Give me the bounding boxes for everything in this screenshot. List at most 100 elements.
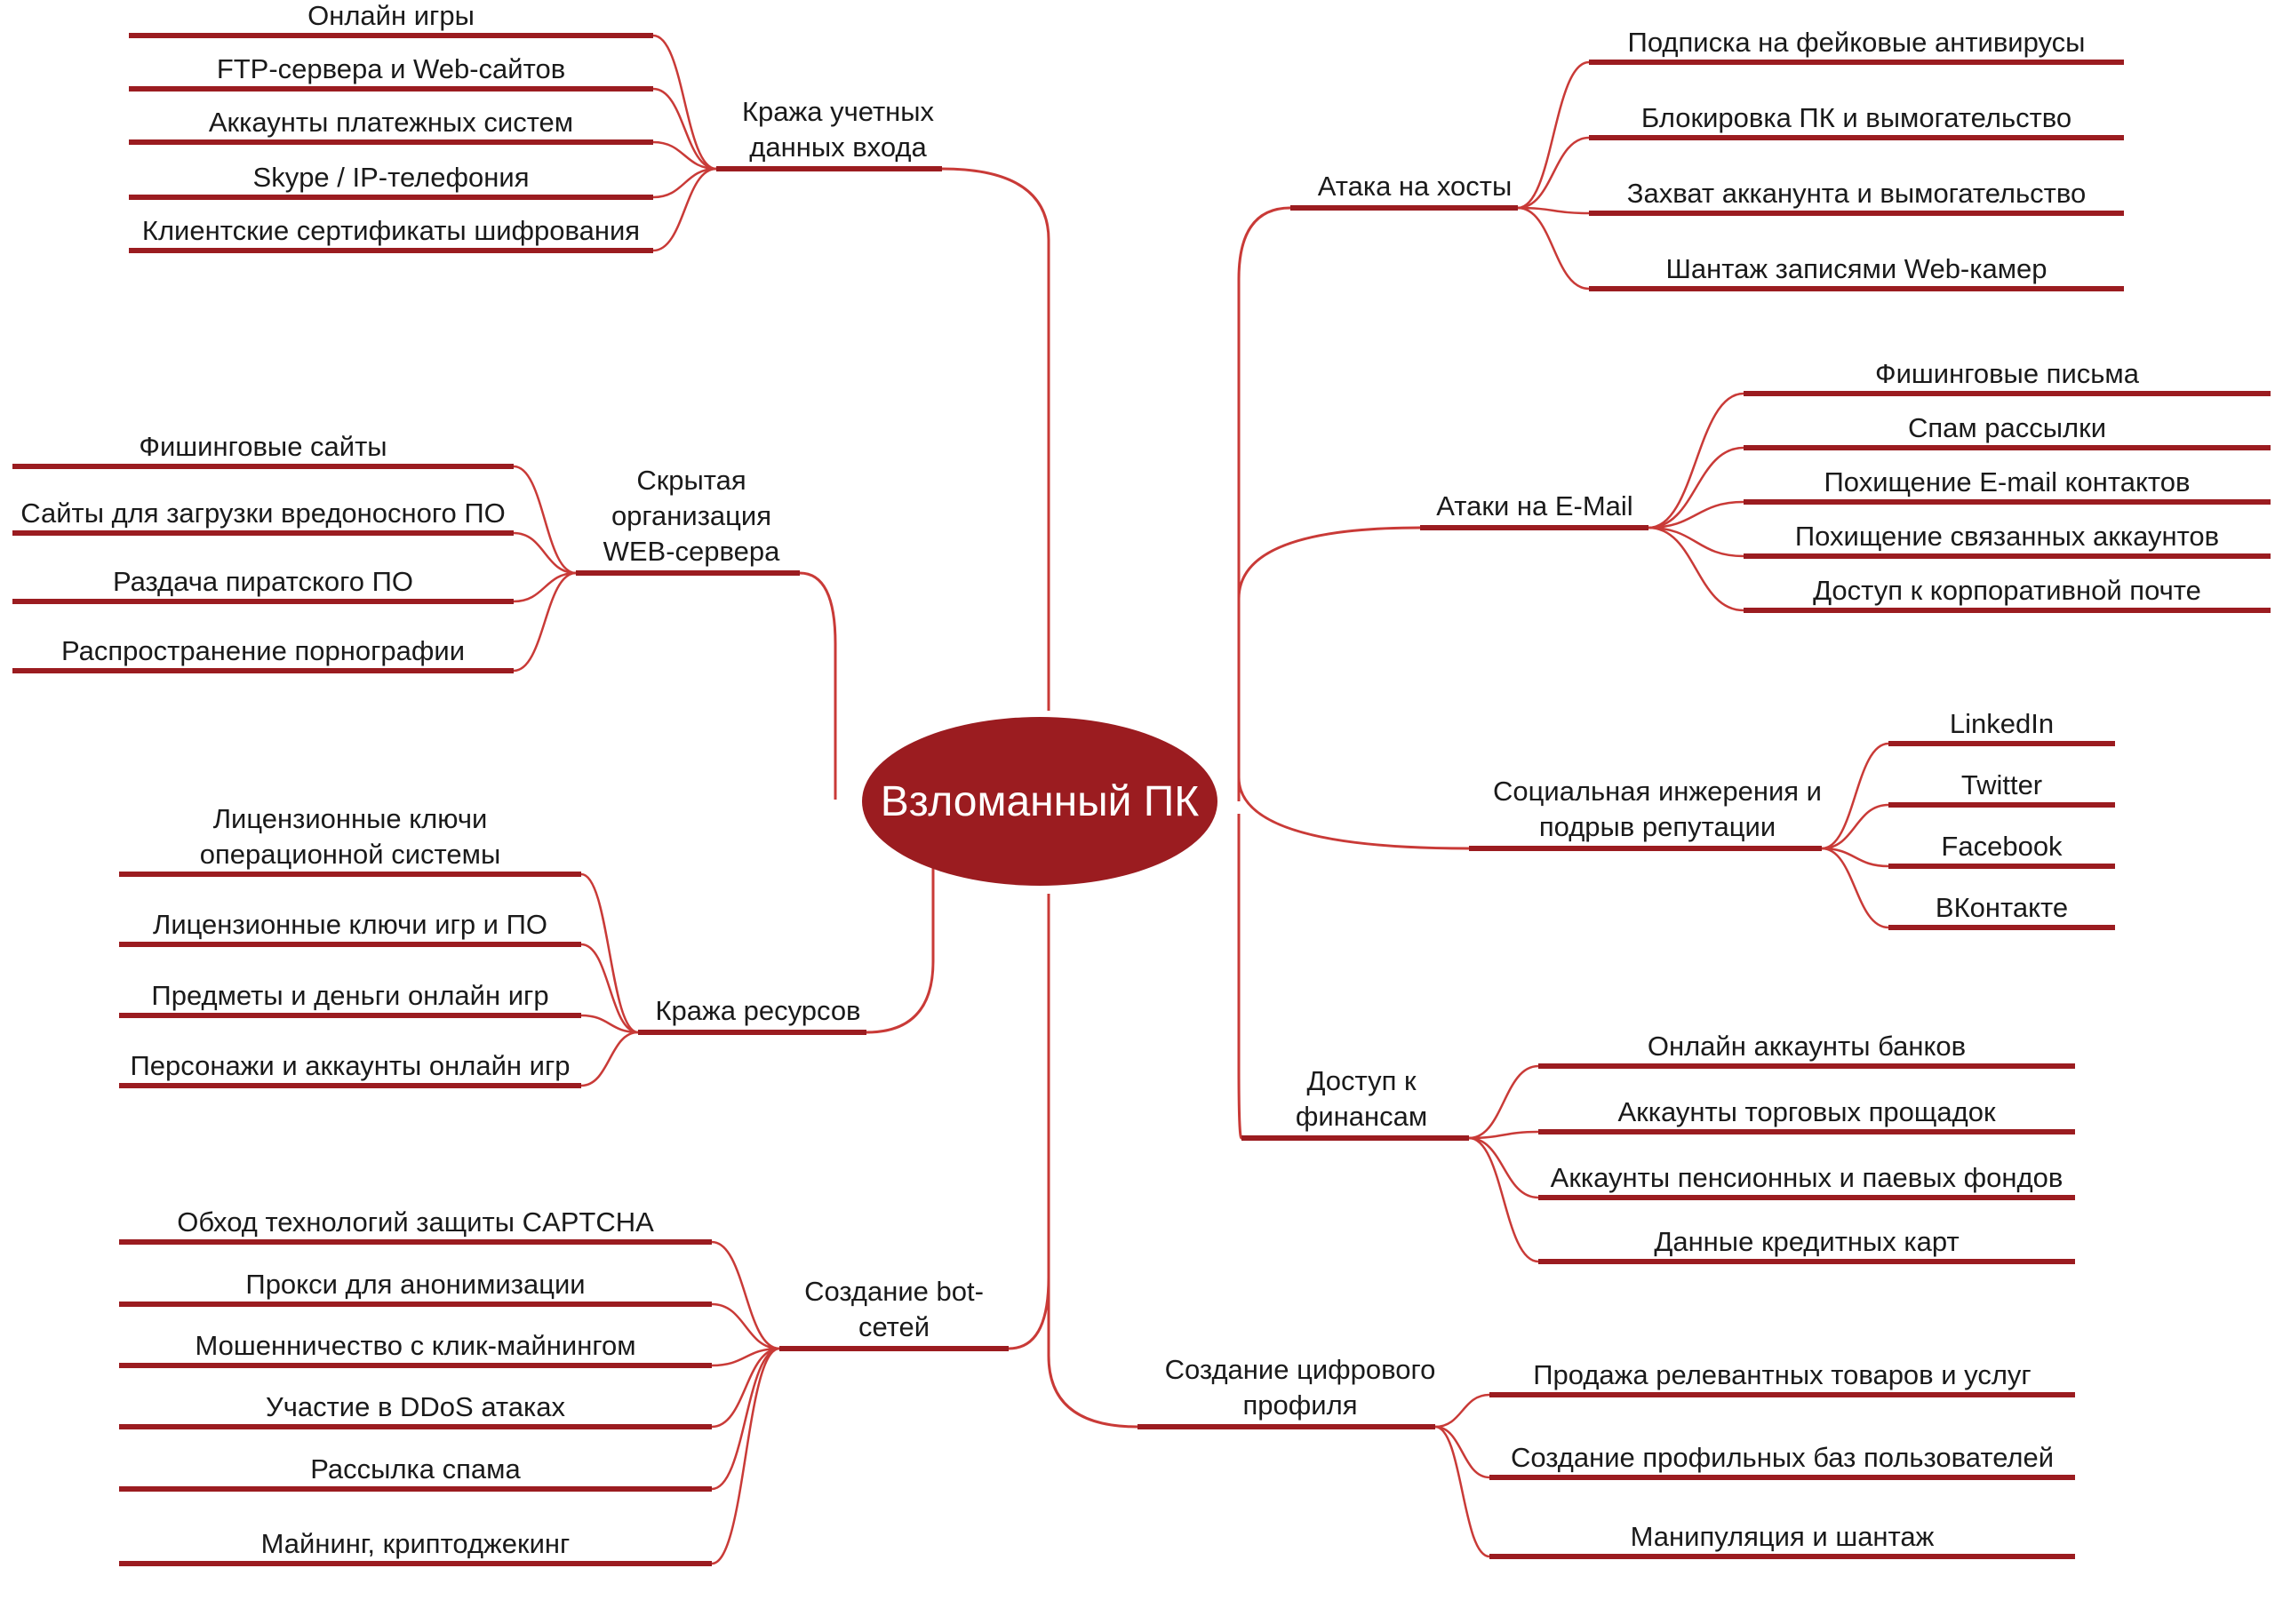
leaf-label: Facebook	[1941, 831, 2063, 862]
leaf-connector	[1648, 526, 1744, 612]
leaf-connector	[711, 1302, 780, 1350]
leaf-label: Захват акканунта и вымогательство	[1627, 178, 2086, 209]
leaf-connector	[1648, 500, 1744, 529]
leaf-label: Доступ к корпоративной почте	[1813, 575, 2201, 606]
leaf-label: Похищение E-mail контактов	[1824, 466, 2191, 498]
branch-connector	[1008, 894, 1050, 1350]
branch-label: Создание bot-сетей	[804, 1276, 984, 1342]
leaf-label: Лицензионные ключи игр и ПО	[153, 909, 547, 940]
leaf-label: Клиентские сертификаты шифрования	[142, 215, 640, 246]
leaf-connector	[513, 465, 577, 575]
leaf-connector	[711, 1347, 780, 1429]
center-ellipse	[862, 717, 1217, 886]
leaf-label: Персонажи и аккаунты онлайн игр	[130, 1050, 570, 1081]
leaf-connector	[1648, 446, 1744, 529]
leaf-connector	[711, 1240, 780, 1350]
leaf-connector	[1517, 206, 1590, 291]
branch-connector	[866, 833, 935, 1034]
leaf-connector	[580, 1031, 639, 1087]
leaf-label: ВКонтакте	[1936, 892, 2068, 923]
leaf-connector	[1434, 1425, 1490, 1479]
center-node: Взломанный ПК	[862, 717, 1217, 886]
leaf-connector	[1517, 206, 1590, 215]
leaf-connector	[652, 87, 717, 171]
leaf-label: Создание профильных баз пользователей	[1511, 1442, 2054, 1473]
leaf-connector	[1468, 1130, 1539, 1140]
leaf-connector	[1434, 1425, 1490, 1558]
leaf-label: Skype / IP-телефония	[253, 162, 530, 193]
branch-label: Кража ресурсов	[655, 995, 860, 1026]
leaf-label: Twitter	[1961, 769, 2042, 800]
leaf-label: Рассылка спама	[310, 1453, 521, 1485]
leaf-connector	[652, 34, 717, 171]
leaf-label: Фишинговые письма	[1875, 358, 2140, 389]
branch-connector	[1237, 814, 1243, 1140]
leaf-label: Онлайн игры	[307, 0, 475, 31]
leaf-label: Прокси для анонимизации	[245, 1269, 585, 1300]
leaf-label: Фишинговые сайты	[139, 431, 387, 462]
leaf-label: Предметы и деньги онлайн игр	[151, 980, 548, 1011]
leaf-label: Обход технологий защиты CAPTCHA	[177, 1206, 654, 1238]
leaf-connector	[1648, 392, 1744, 529]
leaf-label: Распространение порнографии	[61, 635, 465, 666]
branch-connector	[1237, 776, 1470, 850]
branch-label: Атака на хосты	[1318, 171, 1513, 202]
center-label: Взломанный ПК	[881, 778, 1200, 825]
leaf-connector	[1517, 60, 1590, 210]
leaf-connector	[1821, 742, 1889, 850]
leaf-label: Сайты для загрузки вредоносного ПО	[20, 498, 506, 529]
leaf-label: Шантаж записями Web-камер	[1665, 253, 2047, 284]
leaf-label: Аккаунты торговых прощадок	[1617, 1096, 1995, 1127]
leaf-label: Мошенничество с клик-майнингом	[195, 1330, 635, 1361]
leaf-label: Манипуляция и шантаж	[1631, 1521, 1935, 1552]
leaf-label: LinkedIn	[1950, 708, 2054, 739]
branch-hosts: Атака на хосты Подписка на фейковые антив…	[1237, 27, 2124, 785]
leaf-connector	[1468, 1136, 1539, 1263]
leaf-connector	[1468, 1064, 1539, 1140]
branch-botnets: Создание bot-сетей Обход технологий защит…	[119, 894, 1050, 1566]
leaf-label: Майнинг, криптоджекинг	[261, 1528, 571, 1559]
leaf-label: Похищение связанных аккаунтов	[1795, 521, 2219, 552]
leaf-connector	[652, 167, 717, 199]
leaf-label: Раздача пиратского ПО	[113, 566, 413, 597]
leaf-label: Спам рассылки	[1908, 412, 2106, 443]
leaf-connector	[1821, 847, 1889, 929]
leaf-label: Онлайн аккаунты банков	[1648, 1031, 1966, 1062]
leaf-label: Данные кредитных карт	[1654, 1226, 1959, 1257]
leaf-connector	[1434, 1393, 1490, 1429]
branch-connector	[1237, 526, 1421, 789]
leaf-connector	[1821, 803, 1889, 850]
leaf-connector	[711, 1347, 780, 1367]
leaf-label: Аккаунты платежных систем	[209, 107, 573, 138]
leaf-connector	[580, 872, 639, 1034]
leaf-connector	[652, 167, 717, 252]
leaf-connector	[513, 571, 577, 603]
branch-connector	[1047, 894, 1138, 1429]
leaf-label: Подписка на фейковые антивирусы	[1628, 27, 2086, 58]
branch-connector	[1237, 206, 1291, 785]
leaf-connector	[1468, 1136, 1539, 1199]
leaf-connector	[513, 571, 577, 673]
leaf-connector	[1517, 136, 1590, 210]
leaf-connector	[711, 1347, 780, 1491]
leaf-connector	[513, 531, 577, 575]
branch-connector	[941, 167, 1050, 711]
branch-connector	[799, 571, 837, 800]
leaf-connector	[1648, 526, 1744, 558]
leaf-label: FTP-сервера и Web-сайтов	[217, 53, 565, 84]
leaf-connector	[1821, 847, 1889, 868]
